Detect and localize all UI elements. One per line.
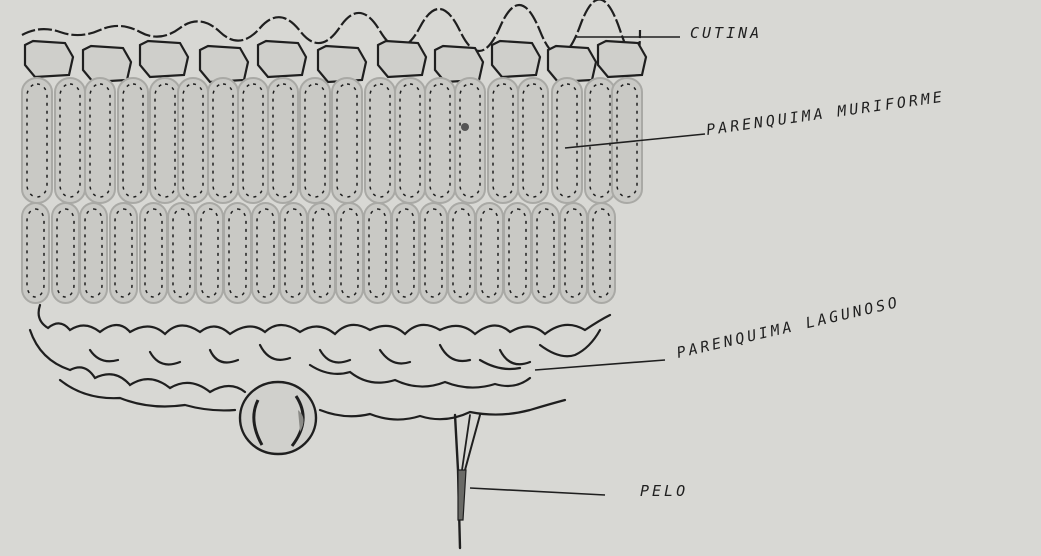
palisade-cell xyxy=(196,203,223,303)
palisade-cell xyxy=(560,203,587,303)
epidermis-cell xyxy=(492,41,540,77)
palisade-cell xyxy=(588,203,615,303)
leader-pelo xyxy=(470,488,605,495)
epidermis-cells xyxy=(25,41,646,82)
trichome-hair xyxy=(455,415,480,548)
label-pelo: PELO xyxy=(640,482,688,500)
label-parenquima-lagunoso: PARENQUIMA LAGUNOSO xyxy=(675,293,902,362)
palisade-cell xyxy=(52,203,79,303)
label-cutina: CUTINA xyxy=(690,24,762,42)
palisade-cell xyxy=(476,203,503,303)
label-parenquima-muriforme: PARENQUIMA MURIFORME xyxy=(705,88,946,139)
epidermis-cell xyxy=(200,46,248,82)
palisade-cell xyxy=(448,203,475,303)
palisade-cell xyxy=(110,203,137,303)
palisade-cell xyxy=(140,203,167,303)
epidermis-cell xyxy=(548,46,596,82)
palisade-cell xyxy=(420,203,447,303)
palisade-cell xyxy=(336,203,363,303)
epidermis-cell xyxy=(140,41,188,77)
palisade-cell xyxy=(168,203,195,303)
epidermis-cell xyxy=(378,41,426,77)
epidermis-cell xyxy=(83,46,131,82)
leader-parenquima-lagunoso xyxy=(535,360,665,370)
palisade-cell xyxy=(532,203,559,303)
palisade-cell xyxy=(280,203,307,303)
epidermis-cell xyxy=(435,46,483,82)
palisade-cell xyxy=(252,203,279,303)
palisade-cell xyxy=(504,203,531,303)
epidermis-cell xyxy=(318,46,366,82)
palisade-row-lower xyxy=(22,203,615,303)
nucleus xyxy=(461,123,469,131)
spongy-tissue xyxy=(30,305,610,420)
palisade-cell xyxy=(364,203,391,303)
palisade-cell xyxy=(392,203,419,303)
palisade-cell xyxy=(224,203,251,303)
palisade-cell xyxy=(80,203,107,303)
stoma xyxy=(240,382,316,454)
epidermis-cell xyxy=(25,41,73,77)
palisade-cell xyxy=(22,203,49,303)
epidermis-cell xyxy=(258,41,306,77)
palisade-cell xyxy=(308,203,335,303)
epidermis-cell xyxy=(598,41,646,77)
palisade-row-upper xyxy=(22,78,642,203)
